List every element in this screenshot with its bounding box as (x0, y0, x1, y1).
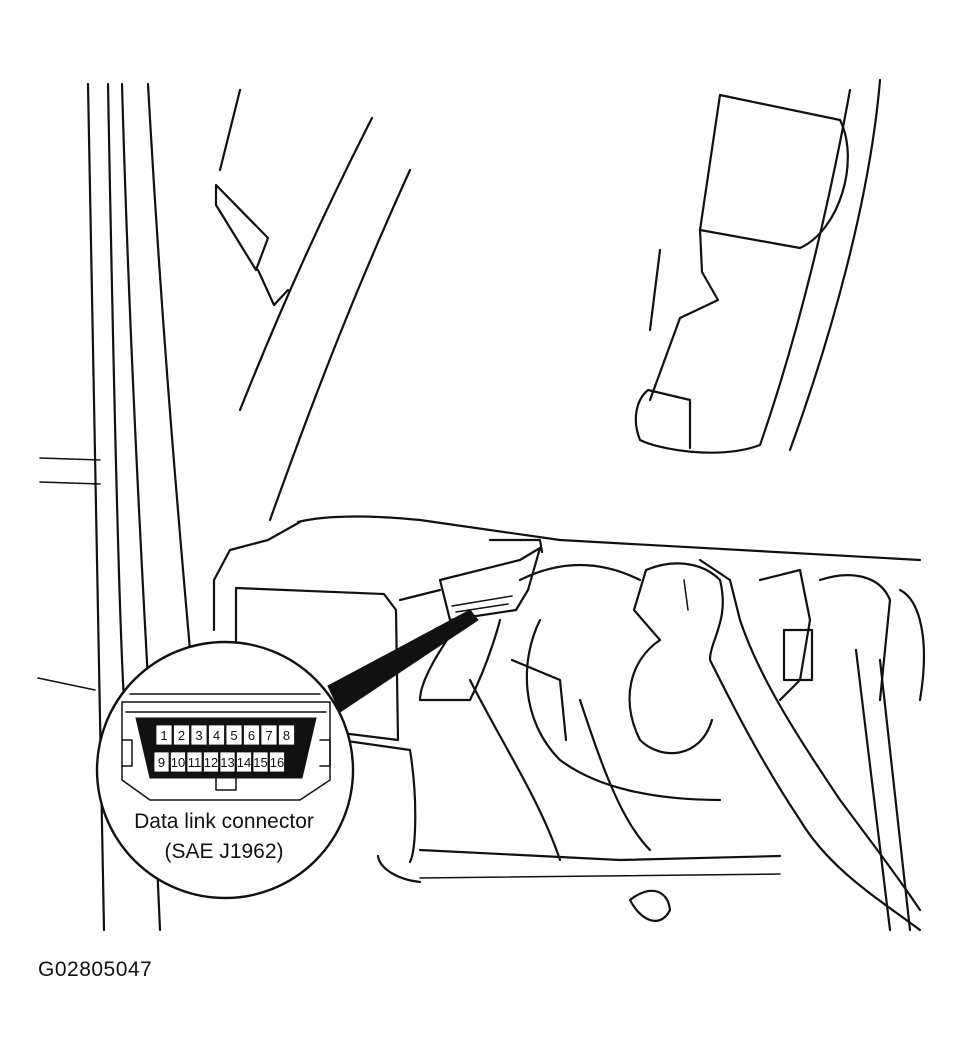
pin-cell (260, 724, 278, 746)
pin-cell (225, 724, 243, 746)
pin-number: 10 (171, 755, 185, 770)
obd-connector-mounted (398, 538, 544, 702)
pin-cell (219, 751, 236, 773)
left-edge-lines (37, 457, 101, 691)
lower-dash (419, 618, 781, 922)
pin-number: 1 (160, 728, 167, 743)
pin-number: 7 (265, 728, 272, 743)
pin-number: 11 (188, 755, 202, 770)
pin-number: 2 (178, 728, 185, 743)
pin-number: 6 (248, 728, 255, 743)
pin-cell (269, 751, 285, 773)
pedal-bracket (518, 563, 926, 932)
pin-number: 13 (220, 755, 234, 770)
pin-cell (203, 751, 219, 773)
pin-cell (252, 751, 269, 773)
pin-cell (153, 751, 170, 773)
dashboard-top (212, 515, 922, 632)
pin-cell (208, 724, 225, 746)
windshield-lines (214, 88, 662, 522)
pin-number: 4 (213, 728, 220, 743)
figure-id: G02805047 (38, 958, 153, 981)
pin-number: 8 (283, 728, 290, 743)
steering-column (628, 558, 922, 932)
pin-number: 14 (237, 755, 251, 770)
pin-cell (190, 724, 208, 746)
callout-leader (327, 609, 479, 713)
pin-cell (278, 724, 295, 746)
pin-number: 12 (204, 755, 218, 770)
pin-number: 9 (158, 755, 165, 770)
callout-label-line2: (SAE J1962) (164, 840, 283, 863)
pin-cell (155, 724, 173, 746)
pin-cell (243, 724, 260, 746)
callout-label-line1: Data link connector (134, 810, 314, 833)
pin-cell (236, 751, 252, 773)
pin-cell (170, 751, 186, 773)
pin-cell (186, 751, 203, 773)
pin-number: 15 (253, 755, 267, 770)
rear-view-mirror (634, 78, 882, 454)
pin-number: 16 (270, 755, 284, 770)
pin-number: 5 (230, 728, 237, 743)
pin-number: 3 (195, 728, 202, 743)
pin-cell (173, 724, 190, 746)
